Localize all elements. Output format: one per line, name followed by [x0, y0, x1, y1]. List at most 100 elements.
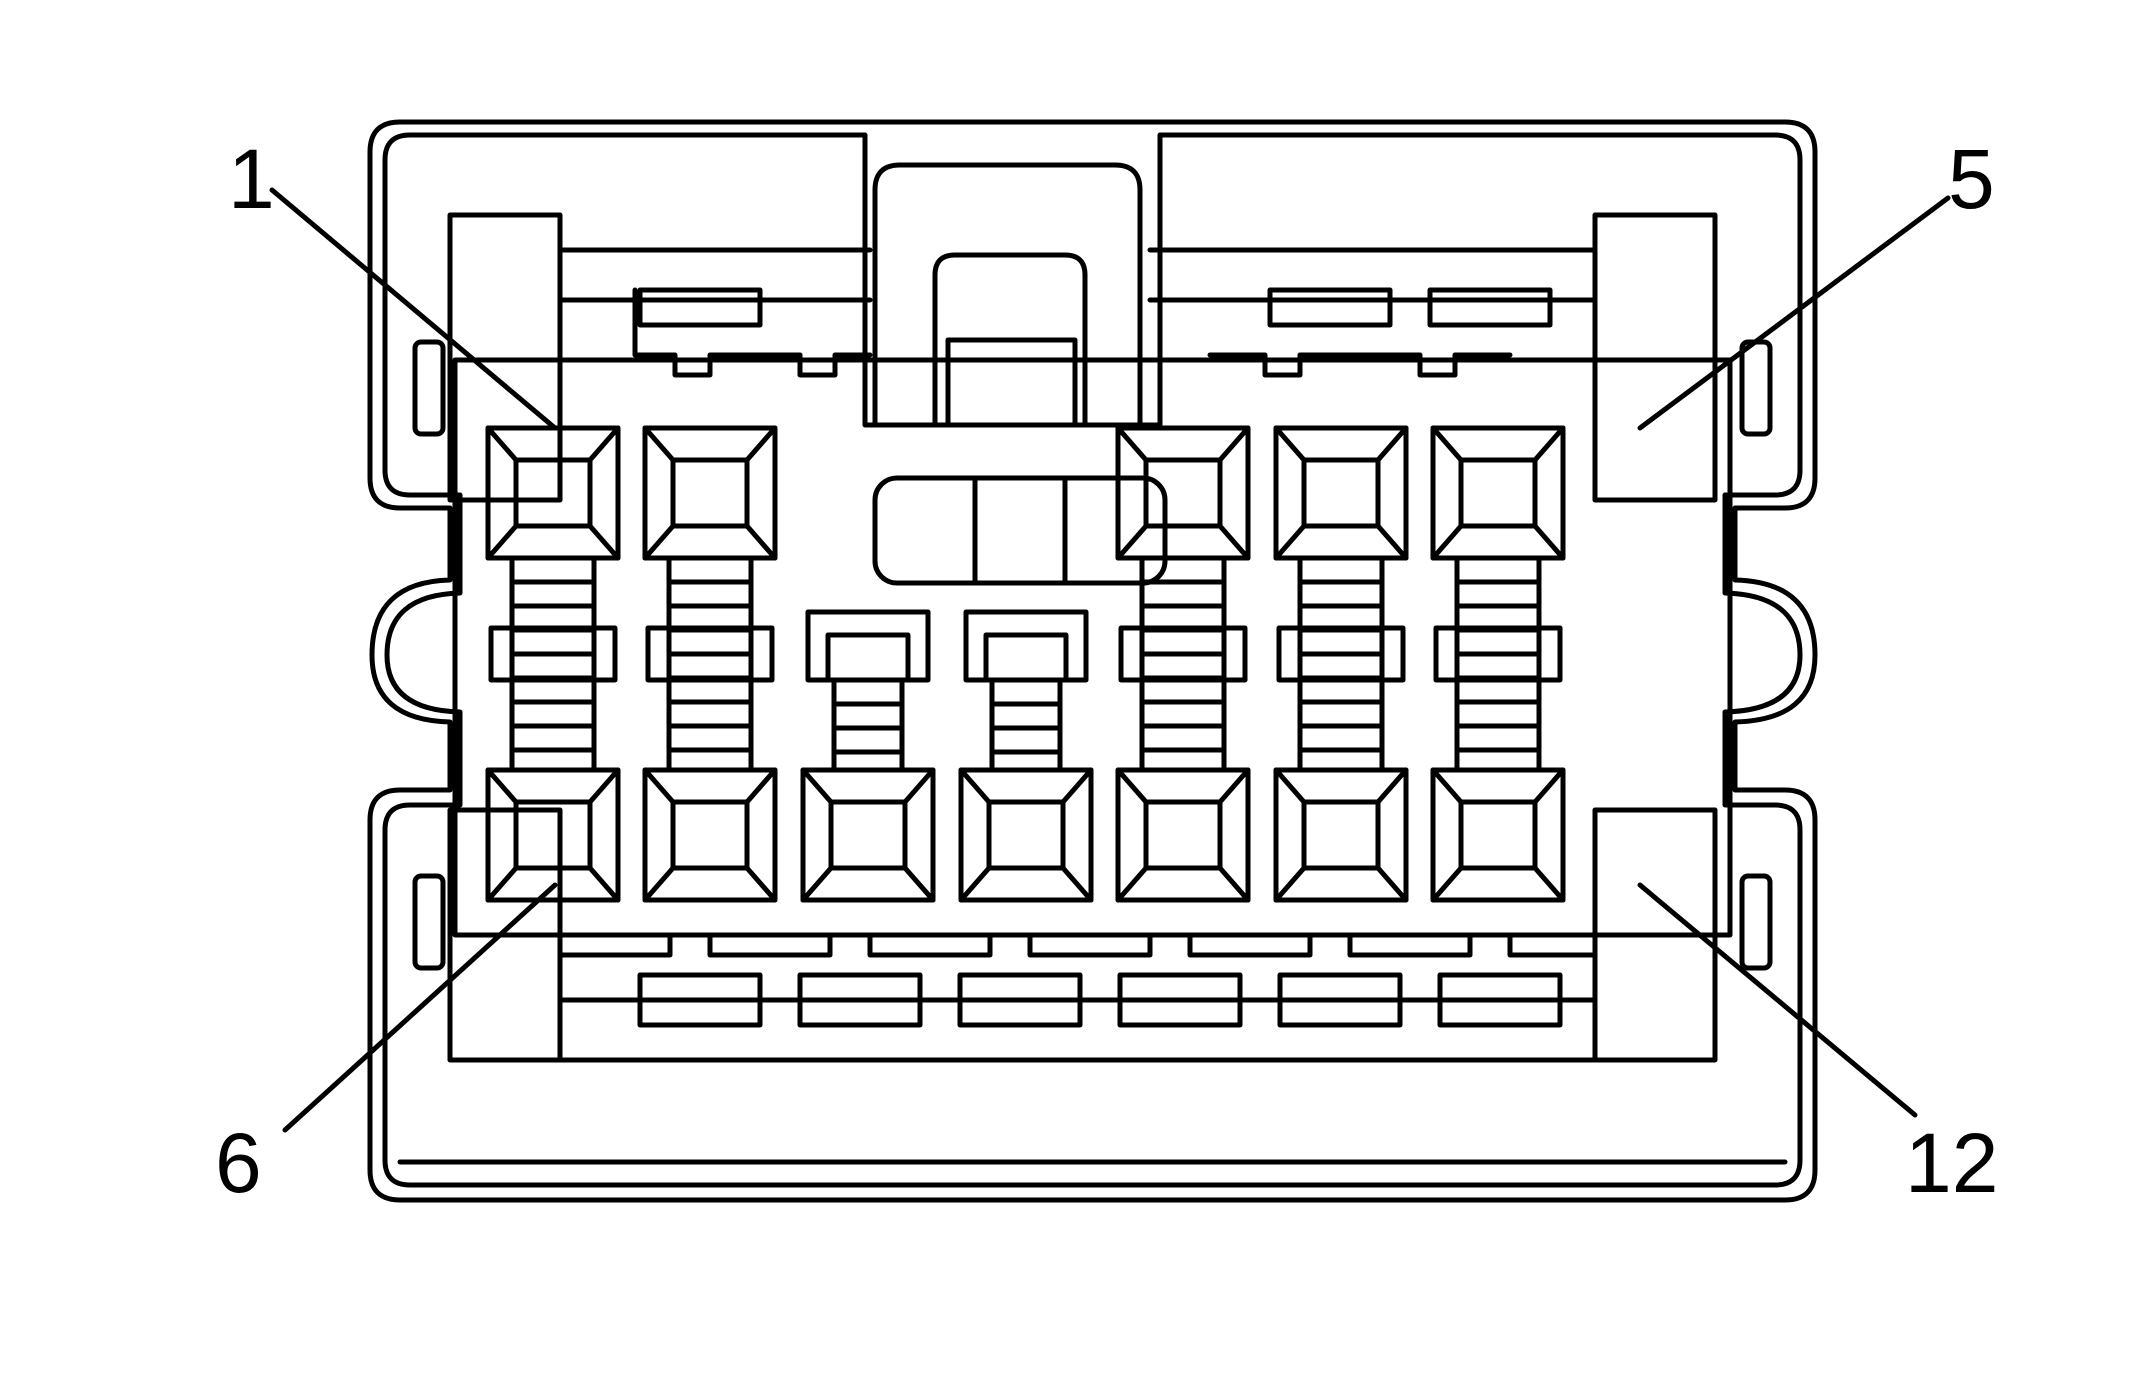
pin-cavity-top-bevel — [1430, 425, 1566, 561]
terminal-column — [831, 677, 905, 773]
pin-labels: 1 5 6 12 — [215, 132, 1998, 1210]
pin-label-12: 12 — [1905, 1116, 1998, 1210]
terminal-column-ribs — [509, 579, 597, 753]
terminal-latch — [1433, 625, 1563, 683]
lower-rib-block — [797, 972, 923, 1028]
pin-cavity-bottom — [1273, 767, 1409, 903]
terminal-column — [1297, 555, 1385, 773]
terminal-latch — [1118, 625, 1248, 683]
pin-cavity-top — [642, 425, 778, 561]
pin-cavity-bottom-inner — [986, 799, 1066, 871]
terminal-column — [1454, 555, 1542, 773]
terminal-column — [509, 555, 597, 773]
leader-line-pin-6 — [282, 882, 558, 1133]
upper-rib-notches-right — [1207, 352, 1513, 378]
pin-cavity-bottom-bevel — [1115, 767, 1251, 903]
center-key-box — [872, 475, 1168, 586]
pin-cavity-top-inner — [670, 457, 750, 529]
pin-cavity-top-bevel — [1115, 425, 1251, 561]
pin-label-6: 6 — [215, 1116, 262, 1210]
terminal-column — [1139, 555, 1227, 773]
face-outline — [452, 357, 1733, 938]
pin-cavity-bottom — [485, 767, 621, 903]
pin-cavity-top — [1115, 425, 1251, 561]
pin-cavity-top-inner — [513, 457, 593, 529]
pin-cavity-bottom — [1115, 767, 1251, 903]
lower-rib-notches — [557, 932, 1598, 958]
upper-rib-block — [1267, 287, 1393, 328]
top-latch — [872, 162, 1143, 428]
leader-line-pin-1 — [269, 187, 558, 431]
connector-housing — [367, 119, 1818, 1203]
pin-label-5: 5 — [1948, 132, 1995, 226]
pin-cavity-bottom — [1430, 767, 1566, 903]
terminal-column-ribs — [1297, 579, 1385, 753]
pin-cavity-bottom — [958, 767, 1094, 903]
pin-label-1: 1 — [228, 132, 275, 226]
lower-rib-block — [1437, 972, 1563, 1028]
terminal-latch-inner — [825, 632, 911, 683]
pin-cavity-bottom-bevel — [958, 767, 1094, 903]
pin-cavity-bottom-bevel — [1430, 767, 1566, 903]
upper-retainer-ribs — [557, 247, 1598, 378]
terminal-latch-inner — [983, 632, 1069, 683]
pin-cavity-top-bevel — [485, 425, 621, 561]
pin-cavity-bottom-bevel — [642, 767, 778, 903]
pin-cavity-bottom-inner — [670, 799, 750, 871]
housing-inner-shell — [382, 132, 1803, 1188]
leader-lines — [269, 187, 1951, 1133]
pin-cavity-bottom — [800, 767, 936, 903]
lower-rib-block — [1117, 972, 1243, 1028]
connector-face — [452, 357, 1733, 938]
left-lock-tab-upper — [412, 339, 446, 437]
terminal-latch — [1276, 625, 1406, 683]
lower-retainer-ribs — [557, 932, 1598, 1063]
pin-cavity-top — [1430, 425, 1566, 561]
upper-rib-block — [637, 287, 763, 328]
pin-cavity-bottom-bevel — [800, 767, 936, 903]
pin-cavity-top-bevel — [642, 425, 778, 561]
right-lock-tab-lower — [1739, 873, 1773, 971]
lower-rib-block — [637, 972, 763, 1028]
lower-rib-block — [957, 972, 1083, 1028]
center-key — [872, 475, 1168, 586]
terminal-latch — [488, 625, 618, 683]
left-lock-tab-lower — [412, 873, 446, 971]
terminal-column-ribs — [1139, 579, 1227, 753]
pin-cavity-bottom-inner — [1301, 799, 1381, 871]
right-upper-guide — [1592, 212, 1718, 503]
terminal-column-ribs — [666, 579, 754, 753]
leader-line-pin-5 — [1637, 195, 1951, 431]
leader-line-pin-12 — [1637, 882, 1918, 1118]
pin-cavity-top-inner — [1458, 457, 1538, 529]
pin-cavity-bottom-bevel — [1273, 767, 1409, 903]
right-lock-tab-upper — [1739, 339, 1773, 437]
pin-cavity-top-inner — [1143, 457, 1223, 529]
pin-cavity-bottom-inner — [513, 799, 593, 871]
terminal-column — [666, 555, 754, 773]
pin-cavity-bottom-inner — [1458, 799, 1538, 871]
latch-frame — [872, 162, 1143, 428]
pin-cavity-bottom-inner — [828, 799, 908, 871]
terminal-column-ribs — [989, 701, 1063, 755]
pin-cavity-top — [1273, 425, 1409, 561]
upper-rib-notches-left — [632, 287, 873, 378]
left-upper-guide — [447, 212, 563, 503]
pin-cavity-top-bevel — [1273, 425, 1409, 561]
pin-cavity-bottom-inner — [1143, 799, 1223, 871]
terminal-column-ribs — [1454, 579, 1542, 753]
terminal-column — [989, 677, 1063, 773]
latch-window — [932, 252, 1088, 428]
pin-cavity-bottom-bevel — [485, 767, 621, 903]
pin-cavities — [485, 425, 1566, 903]
pin-cavity-bottom — [642, 767, 778, 903]
housing-outer-shell — [367, 119, 1818, 1203]
terminal-column-ribs — [831, 701, 905, 755]
lower-rib-block — [1277, 972, 1403, 1028]
upper-rib-block — [1427, 287, 1553, 328]
terminal-latch — [645, 625, 775, 683]
pin-cavity-top-inner — [1301, 457, 1381, 529]
upper-rib-lines — [557, 247, 1598, 303]
latch-tab — [945, 337, 1078, 428]
